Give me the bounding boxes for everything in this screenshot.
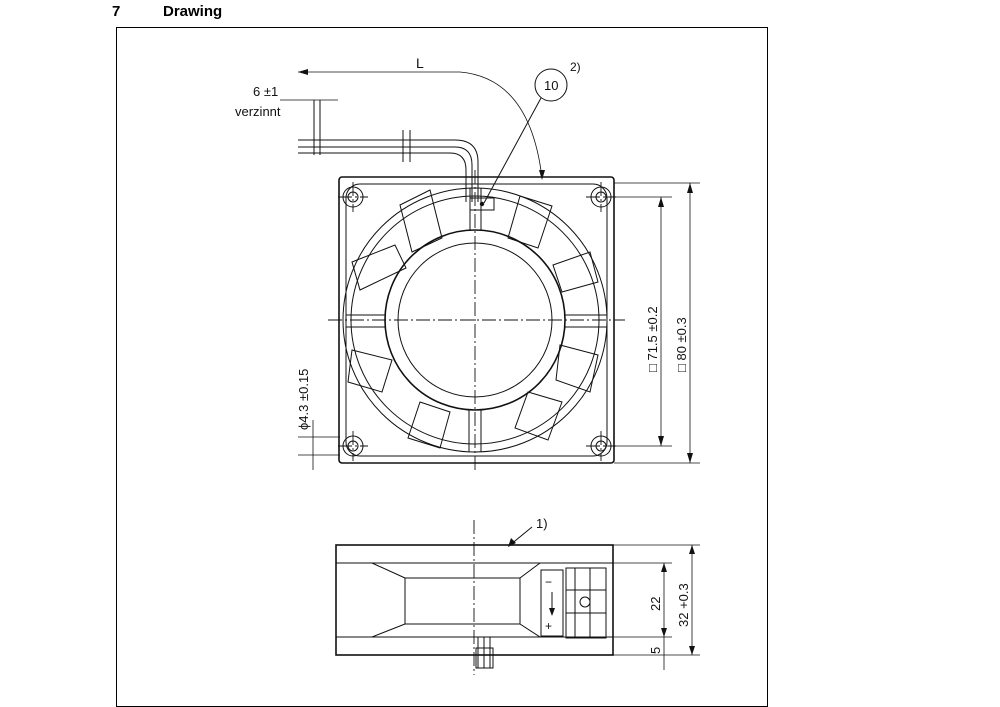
side-cable <box>477 637 491 668</box>
strip-length-label: 6 ±1 <box>253 84 278 99</box>
fan-top-view: L 6 ±1 verzinnt 10 2) □ 71.5 ±0.2 □ 80 ±… <box>235 55 700 470</box>
airflow-arrow-icon <box>549 608 555 616</box>
hole-pitch-label: □ 71.5 ±0.2 <box>645 306 660 372</box>
callout-note-1: 1) <box>536 516 548 531</box>
cable-clip <box>469 197 495 211</box>
fan-cable <box>298 100 495 211</box>
depth-body-label: 22 <box>648 597 663 611</box>
callout-note-2: 2) <box>570 60 581 74</box>
venturi-right <box>519 562 541 638</box>
section-title: Drawing <box>163 3 223 20</box>
depth-total-label: 32 +0.3 <box>676 583 691 627</box>
callout-number: 10 <box>544 78 558 93</box>
rotation-symbol-icon <box>579 596 591 608</box>
section-number: 7 <box>112 3 121 20</box>
strip-note-label: verzinnt <box>235 104 281 119</box>
length-label: L <box>416 55 424 71</box>
hole-diameter-label: ϕ4.3 ±0.15 <box>296 369 311 430</box>
frame-size-label: □ 80 ±0.3 <box>674 317 689 372</box>
callout-leader <box>483 97 542 204</box>
connector-housing <box>565 567 607 639</box>
polarity-marking <box>540 569 564 637</box>
flange-label: 5 <box>648 647 663 654</box>
venturi-left <box>371 562 406 638</box>
mounting-holes <box>342 186 612 457</box>
polarity-minus: − <box>545 575 552 589</box>
fan-side-view: − + 1) 22 32 +0.3 5 <box>335 516 700 675</box>
callout-circle <box>534 68 568 102</box>
side-outline <box>335 544 614 656</box>
polarity-plus: + <box>545 619 552 633</box>
fan-blades <box>347 189 599 449</box>
